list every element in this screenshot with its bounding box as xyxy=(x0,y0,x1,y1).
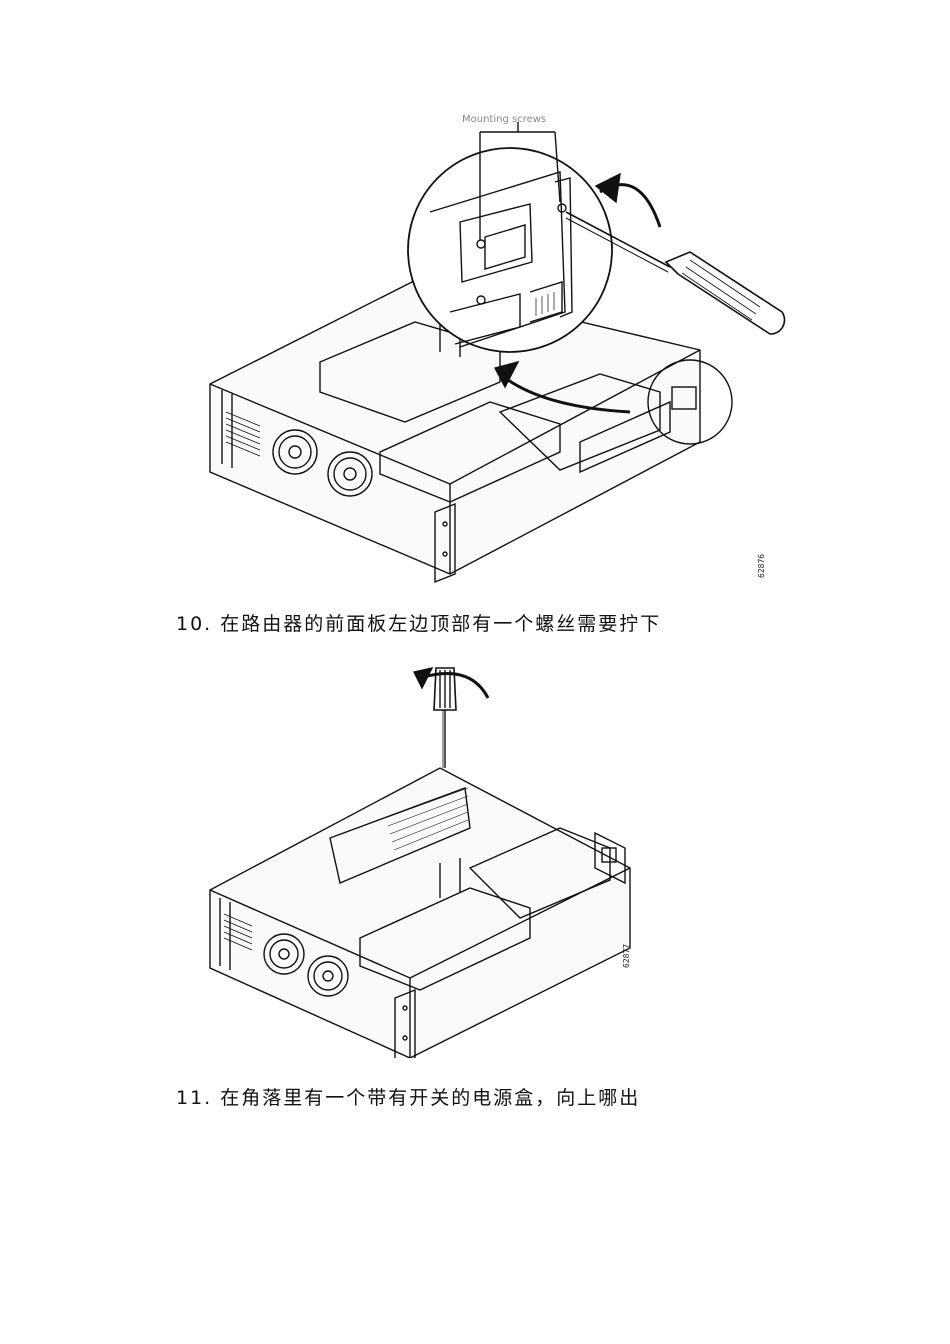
step-11: 11. 在角落里有一个带有开关的电源盒，向上哪出 xyxy=(176,1086,640,1110)
router-illustration-2 xyxy=(209,666,631,1058)
figure-router-rear-screws xyxy=(200,112,790,590)
router-illustration-1 xyxy=(209,122,786,584)
callout-mounting-screws: Mounting screws xyxy=(462,114,547,125)
figure-id-1: 62876 xyxy=(757,553,766,578)
figure-router-top-screw xyxy=(200,648,650,1058)
step-text: 在角落里有一个带有开关的电源盒，向上哪出 xyxy=(220,1087,641,1109)
step-number: 11. xyxy=(176,1087,213,1109)
figure-id-2: 62877 xyxy=(622,943,631,968)
step-text: 在路由器的前面板左边顶部有一个螺丝需要拧下 xyxy=(220,613,662,635)
step-10: 10. 在路由器的前面板左边顶部有一个螺丝需要拧下 xyxy=(176,612,661,636)
step-number: 10. xyxy=(176,613,213,635)
